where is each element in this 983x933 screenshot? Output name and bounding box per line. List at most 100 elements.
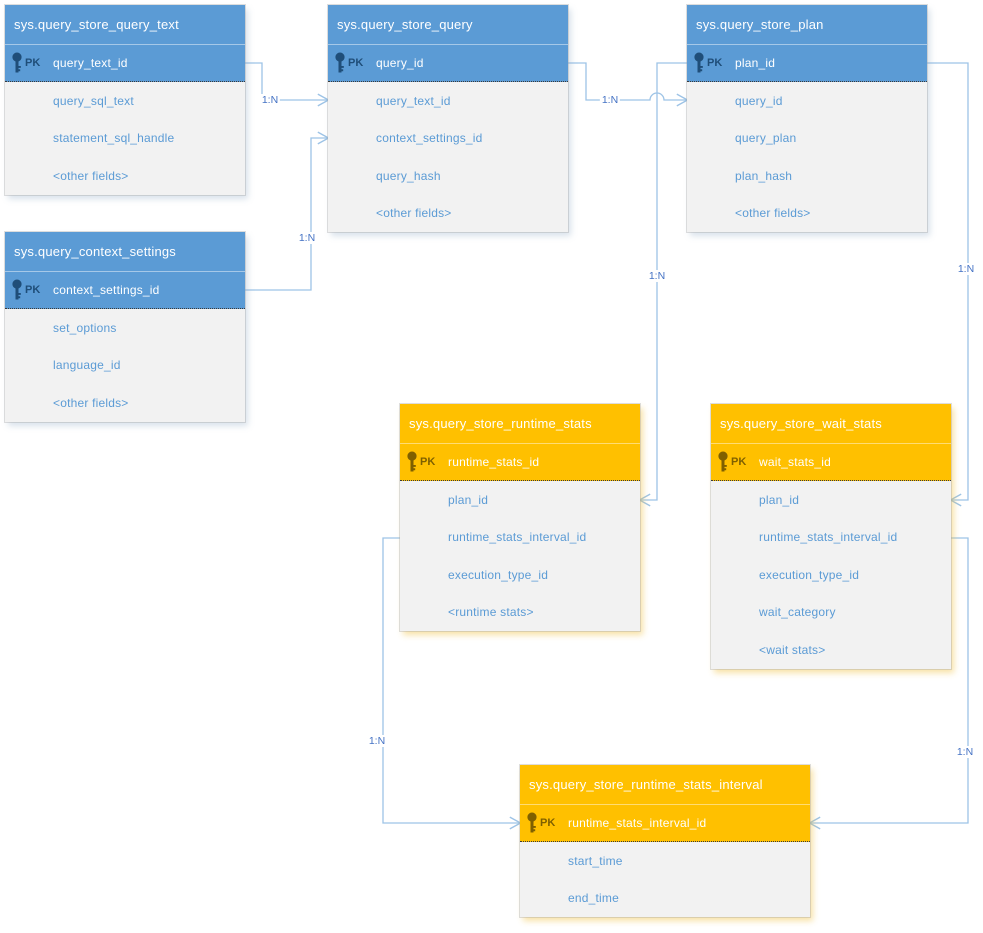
field-name: wait_category bbox=[759, 605, 836, 620]
field-name: <runtime stats> bbox=[448, 605, 534, 620]
field-row: set_options bbox=[5, 309, 245, 347]
field-row: end_time bbox=[520, 880, 810, 918]
table-header: sys.query_store_plan bbox=[687, 5, 927, 44]
field-name: <other fields> bbox=[735, 206, 811, 221]
table-title: sys.query_store_query bbox=[337, 17, 473, 32]
pk-row: PK runtime_stats_id bbox=[400, 443, 640, 481]
pk-badge: PK bbox=[707, 57, 723, 69]
field-name: start_time bbox=[568, 853, 623, 868]
field-row: query_plan bbox=[687, 120, 927, 158]
table-header: sys.query_store_runtime_stats bbox=[400, 404, 640, 443]
field-name: plan_hash bbox=[735, 168, 793, 183]
table-header: sys.query_context_settings bbox=[5, 232, 245, 271]
field-name: plan_id bbox=[448, 492, 489, 507]
field-row: runtime_stats_interval_id bbox=[400, 519, 640, 557]
pk-badge: PK bbox=[540, 817, 556, 829]
relationship-line-1 bbox=[245, 131, 330, 291]
field-row: <other fields> bbox=[5, 157, 245, 195]
field-row: statement_sql_handle bbox=[5, 120, 245, 158]
field-name: <wait stats> bbox=[759, 642, 826, 657]
table-title: sys.query_store_plan bbox=[696, 17, 824, 32]
field-row: query_sql_text bbox=[5, 82, 245, 120]
relationship-line-0 bbox=[245, 62, 330, 107]
table-title: sys.query_store_runtime_stats_interval bbox=[529, 777, 763, 792]
cardinality-label: 1:N bbox=[599, 94, 621, 106]
table-title: sys.query_store_wait_stats bbox=[720, 416, 882, 431]
field-name: context_settings_id bbox=[376, 131, 483, 146]
table-header: sys.query_store_query_text bbox=[5, 5, 245, 44]
field-name: plan_id bbox=[759, 492, 800, 507]
primary-key-icon bbox=[12, 279, 22, 300]
field-name: query_plan bbox=[735, 131, 797, 146]
table-title: sys.query_context_settings bbox=[14, 244, 177, 259]
field-row: context_settings_id bbox=[328, 120, 568, 158]
cardinality-label: 1:N bbox=[366, 735, 388, 747]
primary-key-icon bbox=[694, 52, 704, 73]
primary-key-icon bbox=[527, 812, 537, 833]
field-row: runtime_stats_interval_id bbox=[711, 519, 951, 557]
pk-row: PK wait_stats_id bbox=[711, 443, 951, 481]
field-row: language_id bbox=[5, 347, 245, 385]
pk-field-name: query_text_id bbox=[53, 56, 128, 70]
field-name: query_text_id bbox=[376, 93, 451, 108]
pk-row: PK query_text_id bbox=[5, 44, 245, 82]
field-name: set_options bbox=[53, 320, 117, 335]
field-row: start_time bbox=[520, 842, 810, 880]
cardinality-label: 1:N bbox=[954, 746, 976, 758]
field-row: <other fields> bbox=[5, 384, 245, 422]
field-row: <wait stats> bbox=[711, 631, 951, 669]
primary-key-icon bbox=[12, 52, 22, 73]
pk-field-name: runtime_stats_interval_id bbox=[568, 816, 707, 830]
pk-badge: PK bbox=[25, 57, 41, 69]
field-name: end_time bbox=[568, 891, 619, 906]
cardinality-label: 1:N bbox=[646, 270, 668, 282]
field-name: execution_type_id bbox=[448, 567, 549, 582]
table-header: sys.query_store_query bbox=[328, 5, 568, 44]
primary-key-icon bbox=[407, 451, 417, 472]
pk-row: PK plan_id bbox=[687, 44, 927, 82]
pk-row: PK context_settings_id bbox=[5, 271, 245, 309]
table-title: sys.query_store_query_text bbox=[14, 17, 179, 32]
field-row: <other fields> bbox=[687, 195, 927, 233]
primary-key-icon bbox=[335, 52, 345, 73]
pk-field-name: runtime_stats_id bbox=[448, 455, 540, 469]
field-row: <other fields> bbox=[328, 195, 568, 233]
field-name: <other fields> bbox=[53, 168, 129, 183]
field-row: execution_type_id bbox=[711, 556, 951, 594]
field-row: query_id bbox=[687, 82, 927, 120]
field-row: query_text_id bbox=[328, 82, 568, 120]
field-name: query_sql_text bbox=[53, 93, 134, 108]
field-name: <other fields> bbox=[376, 206, 452, 221]
pk-badge: PK bbox=[731, 456, 747, 468]
pk-field-name: wait_stats_id bbox=[759, 455, 831, 469]
field-row: plan_id bbox=[400, 481, 640, 519]
field-row: <runtime stats> bbox=[400, 594, 640, 632]
primary-key-icon bbox=[718, 451, 728, 472]
pk-field-name: plan_id bbox=[735, 56, 776, 70]
cardinality-label: 1:N bbox=[259, 94, 281, 106]
pk-field-name: context_settings_id bbox=[53, 283, 160, 297]
pk-badge: PK bbox=[348, 57, 364, 69]
pk-badge: PK bbox=[25, 284, 41, 296]
field-name: runtime_stats_interval_id bbox=[448, 530, 587, 545]
table-header: sys.query_store_runtime_stats_interval bbox=[520, 765, 810, 804]
table-title: sys.query_store_runtime_stats bbox=[409, 416, 592, 431]
field-name: <other fields> bbox=[53, 395, 129, 410]
cardinality-label: 1:N bbox=[296, 232, 318, 244]
field-name: runtime_stats_interval_id bbox=[759, 530, 898, 545]
field-row: plan_hash bbox=[687, 157, 927, 195]
pk-row: PK runtime_stats_interval_id bbox=[520, 804, 810, 842]
field-name: query_hash bbox=[376, 168, 441, 183]
field-name: language_id bbox=[53, 358, 121, 373]
pk-badge: PK bbox=[420, 456, 436, 468]
field-name: execution_type_id bbox=[759, 567, 860, 582]
field-row: wait_category bbox=[711, 594, 951, 632]
relationship-line-2 bbox=[568, 62, 689, 107]
